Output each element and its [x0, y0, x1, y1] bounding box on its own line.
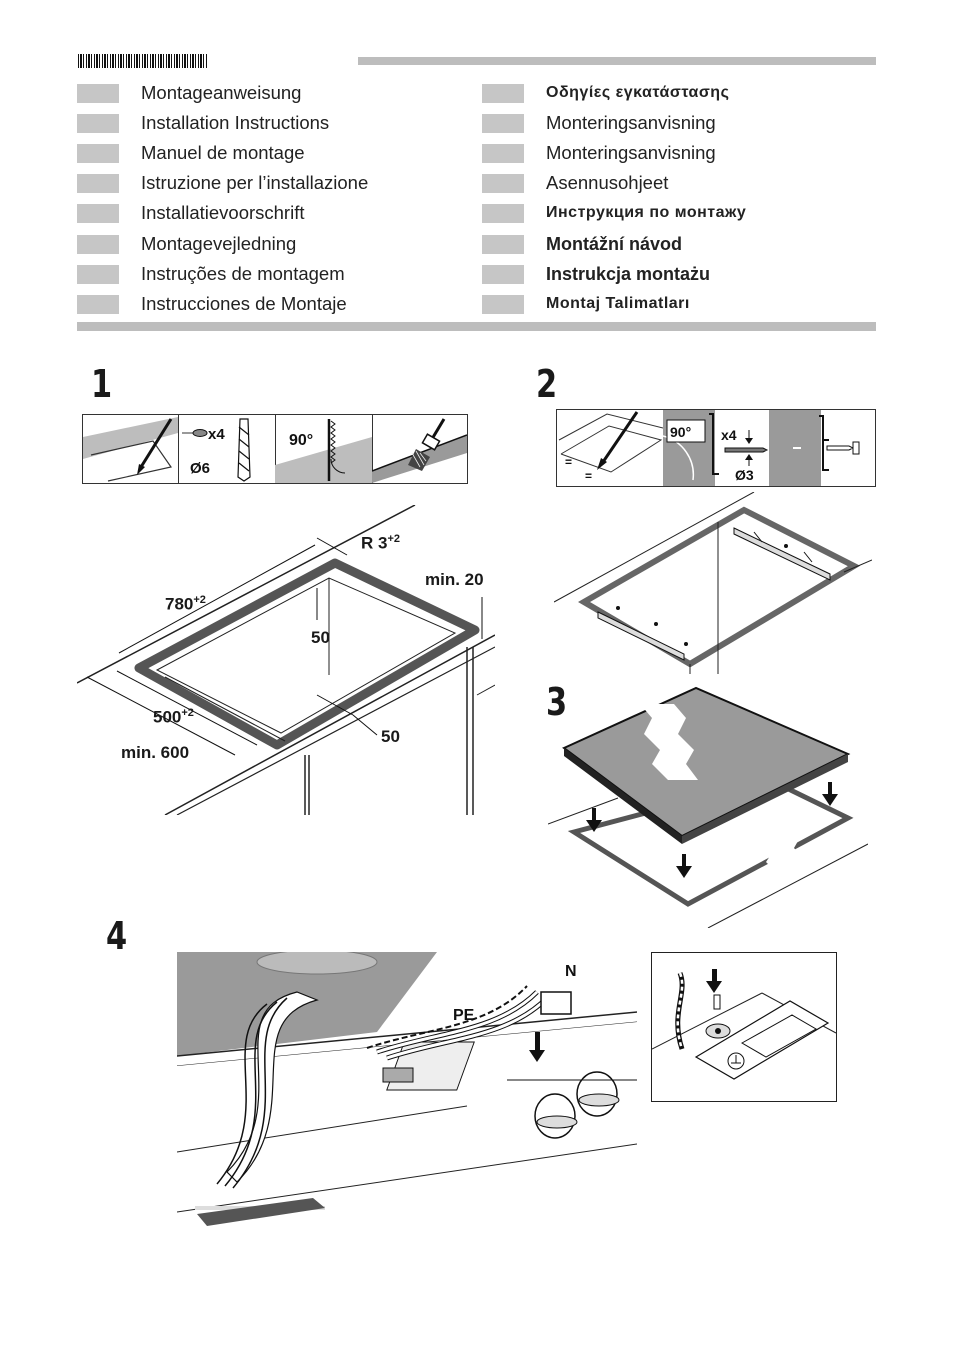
- language-swatch: [77, 264, 119, 284]
- lang-row: Installatievoorschrift: [77, 202, 304, 224]
- lang-row: Istruzione per l’installazione: [77, 172, 368, 194]
- saw-angle-icon: 90°: [275, 415, 373, 483]
- lang-row: Instrucciones de Montaje: [77, 293, 347, 315]
- radius-dimension: R 3+2: [361, 533, 401, 553]
- svg-text:=: =: [585, 469, 592, 483]
- lang-row: Инструкция по монтажу: [482, 202, 746, 224]
- step1-icon-strip: x4 Ø6 90°: [82, 414, 468, 484]
- min-depth-dimension: min. 600: [121, 743, 190, 762]
- lang-row: Montaj Talimatları: [482, 293, 690, 315]
- language-label: Instrukcja montażu: [546, 263, 711, 284]
- language-swatch: [482, 173, 524, 193]
- header-bottom-rule: [77, 322, 876, 331]
- screw-bracket-icon: [769, 410, 875, 486]
- step-number: 4: [106, 914, 128, 958]
- language-label: Instrucciones de Montaje: [141, 293, 347, 314]
- language-label: Инструкция по монтажу: [546, 204, 747, 221]
- lang-row: Instrukcja montażu: [482, 263, 710, 285]
- lang-row: Montážní návod: [482, 233, 682, 255]
- depth-dimension: 500+2: [153, 707, 194, 727]
- language-label: Monteringsanvisning: [546, 112, 716, 133]
- drill-diameter-label: Ø6: [190, 460, 210, 477]
- step-number: 3: [546, 680, 568, 724]
- language-label: Installation Instructions: [141, 112, 330, 133]
- pe-label: PE: [453, 1007, 475, 1024]
- angle-label: 90°: [670, 424, 691, 440]
- language-swatch: [77, 83, 119, 103]
- lang-row: Manuel de montage: [77, 142, 305, 164]
- language-swatch: [77, 234, 119, 254]
- language-label: Montážní návod: [546, 233, 682, 254]
- lang-row: Monteringsanvisning: [482, 142, 716, 164]
- step-number: 1: [91, 362, 113, 406]
- language-swatch: [482, 264, 524, 284]
- language-label: Montaj Talimatları: [546, 295, 690, 312]
- neutral-label: N: [565, 963, 577, 980]
- language-swatch: [482, 234, 524, 254]
- language-swatch: [482, 294, 524, 314]
- language-swatch: [482, 143, 524, 163]
- language-label: Montageanweisung: [141, 82, 302, 103]
- step-number: 2: [536, 362, 558, 406]
- language-swatch: [77, 173, 119, 193]
- lang-row: Montagevejledning: [77, 233, 296, 255]
- step3-hob-insert-diagram: [547, 684, 869, 929]
- step2-frame-diagram: [553, 491, 873, 674]
- svg-text:=: =: [565, 455, 572, 469]
- screw-count-label: x4: [721, 427, 737, 443]
- language-swatch: [482, 203, 524, 223]
- inner-top-dimension: 50: [311, 628, 330, 647]
- language-swatch: [77, 143, 119, 163]
- language-label: Asennusohjeet: [546, 172, 669, 193]
- mark-edges-icon: ==: [557, 410, 664, 486]
- language-label: Οδηγίες εγκατάστασης: [546, 84, 730, 101]
- language-label: Monteringsanvisning: [546, 142, 716, 163]
- step2-icon-strip: == 90° x4 Ø3: [556, 409, 876, 487]
- min-back-dimension: min. 20: [425, 570, 484, 589]
- step4-wiring-diagram: N PE: [176, 949, 638, 1272]
- width-dimension: 780+2: [165, 594, 206, 614]
- language-swatch: [77, 203, 119, 223]
- language-label: Manuel de montage: [141, 142, 305, 163]
- angle-label: 90°: [289, 432, 313, 449]
- lang-row: Asennusohjeet: [482, 172, 668, 194]
- header-rule: [358, 57, 876, 65]
- lang-row: Installation Instructions: [77, 112, 329, 134]
- language-label: Istruzione per l’installazione: [141, 172, 369, 193]
- language-swatch: [482, 83, 524, 103]
- lang-row: Οδηγίες εγκατάστασης: [482, 82, 729, 104]
- language-swatch: [77, 294, 119, 314]
- lang-row: Montageanweisung: [77, 82, 301, 104]
- bracket-screws-icon: 90° x4 Ø3: [663, 410, 770, 486]
- drill-diameter-label: Ø3: [735, 467, 754, 483]
- seal-brush-icon: [372, 415, 467, 483]
- language-label: Instruções de montagem: [141, 263, 345, 284]
- language-swatch: [482, 113, 524, 133]
- language-swatch: [77, 113, 119, 133]
- inner-front-dimension: 50: [381, 727, 400, 746]
- step1-cutout-diagram: R 3+2 min. 20 780+2 50 500+2 50 min. 600: [76, 504, 496, 816]
- language-label: Montagevejledning: [141, 233, 297, 254]
- language-label: Installatievoorschrift: [141, 202, 305, 223]
- mark-cutout-icon: [83, 415, 179, 483]
- earth-terminal-detail: [651, 952, 837, 1102]
- screws-drill-icon: x4 Ø6: [178, 415, 276, 483]
- lang-row: Monteringsanvisning: [482, 112, 716, 134]
- screw-count-label: x4: [208, 426, 225, 443]
- barcode: [78, 54, 208, 68]
- lang-row: Instruções de montagem: [77, 263, 345, 285]
